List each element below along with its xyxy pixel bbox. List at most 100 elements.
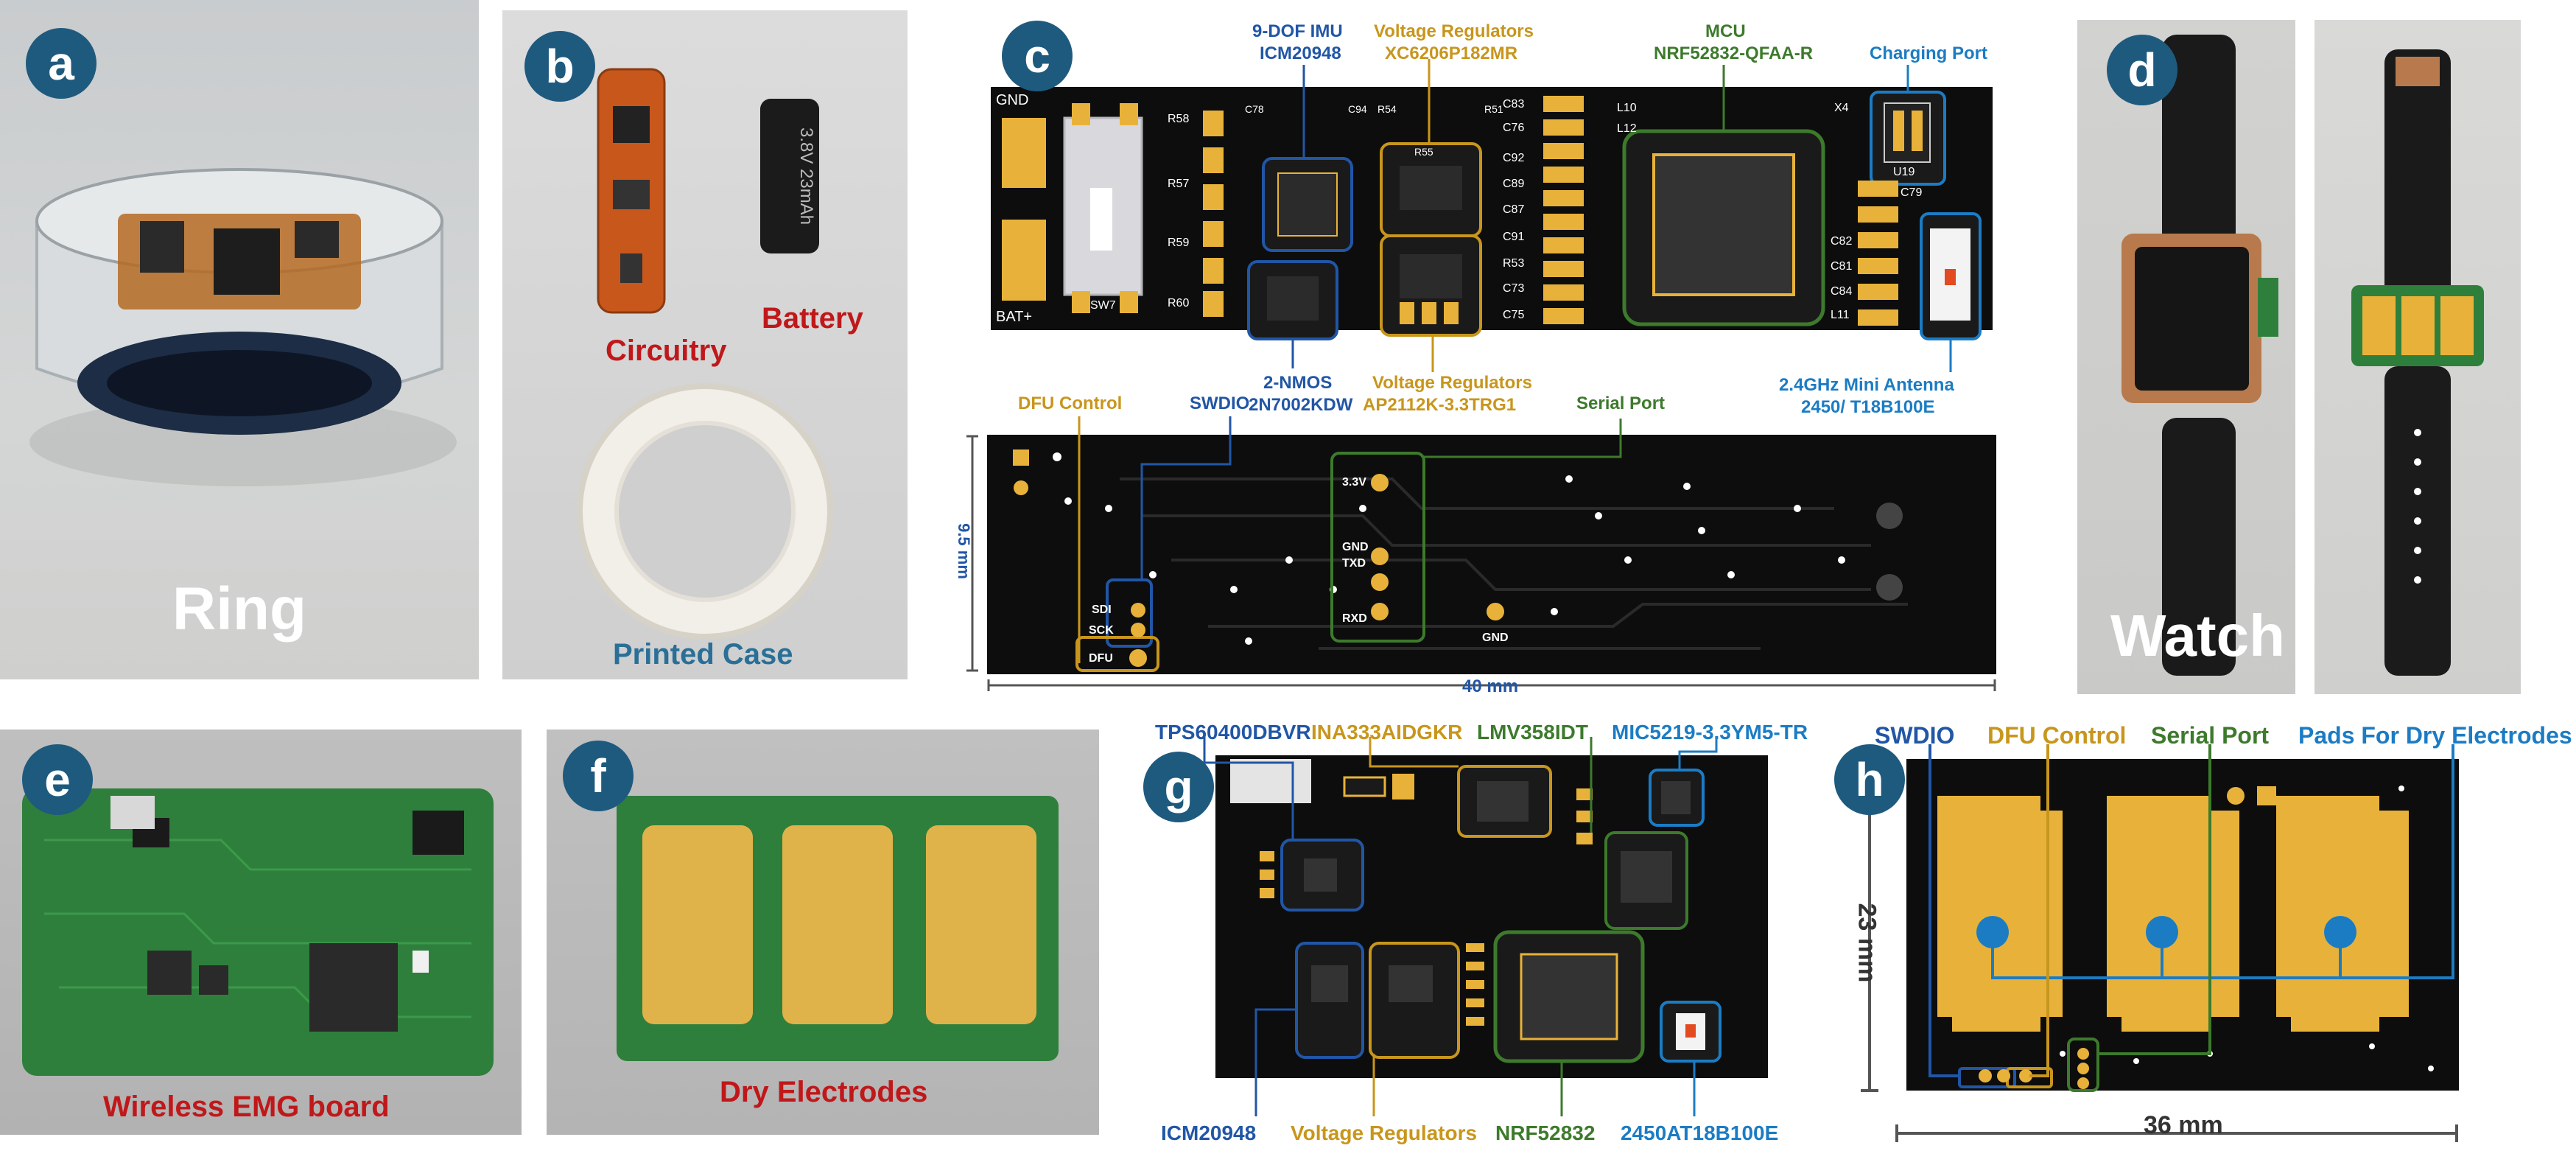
- label-antenna-line2: 2450/ T18B100E: [1801, 397, 1935, 417]
- silk-c84: C84: [1831, 285, 1853, 298]
- label-pads-h: Pads For Dry Electrodes: [2298, 722, 2572, 749]
- dim-width-h: 36 mm: [2144, 1111, 2223, 1139]
- badge-g: g: [1143, 752, 1214, 822]
- silk-c91: C91: [1503, 231, 1525, 243]
- panel-e-emg-board-photo: e Wireless EMG board: [0, 730, 522, 1135]
- panel-f-dry-electrodes-photo: f Dry Electrodes: [547, 730, 1099, 1135]
- label-antenna-line1: 2.4GHz Mini Antenna: [1779, 375, 1954, 395]
- label-serial-port: Serial Port: [1576, 393, 1666, 413]
- components-illustration: 3.8V 23mAh: [577, 68, 833, 640]
- badge-h: h: [1834, 744, 1905, 815]
- ring-illustration: [29, 168, 457, 486]
- watch-caption: Watch: [2110, 603, 2286, 668]
- label-mcu-line2: NRF52832-QFAA-R: [1654, 43, 1814, 63]
- emg-board-illustration: [22, 788, 494, 1076]
- label-charging-port: Charging Port: [1870, 43, 1987, 63]
- watch-side-illustration: [2351, 49, 2484, 676]
- dim-height-h: 23 mm: [1853, 903, 1881, 983]
- label-vreg-g: Voltage Regulators: [1291, 1122, 1478, 1144]
- silk-sck: SCK: [1089, 624, 1114, 637]
- silk-c76: C76: [1503, 122, 1525, 134]
- silk-dfu: DFU: [1089, 652, 1113, 665]
- panel-a-ring-photo: a Ring: [0, 0, 479, 679]
- badge-f: f: [563, 741, 634, 811]
- silk-l11: L11: [1831, 309, 1850, 321]
- dim-width-c: 40 mm: [1462, 676, 1519, 696]
- silk-txd: TXD: [1342, 557, 1366, 570]
- electrode-pcb-bottom-layer: [1861, 744, 2459, 1142]
- silk-rxd: RXD: [1342, 612, 1367, 625]
- ring-caption: Ring: [172, 575, 307, 643]
- silk-c78: C78: [1245, 103, 1264, 115]
- circuitry-caption: Circuitry: [606, 335, 727, 367]
- label-vreg-top-line2: XC6206P182MR: [1385, 43, 1518, 63]
- silk-gnd2: GND: [1342, 541, 1369, 553]
- silk-c92: C92: [1503, 152, 1525, 164]
- dim-height-c: 9.5 mm: [954, 523, 973, 579]
- watch-front-illustration: [2121, 35, 2278, 676]
- label-icm: ICM20948: [1161, 1122, 1257, 1144]
- label-serial-h: Serial Port: [2151, 722, 2270, 749]
- panel-h-electrode-pcb-layout: h SWDIO DFU Control Serial Port Pads For…: [1827, 707, 2576, 1165]
- silk-c73: C73: [1503, 282, 1525, 295]
- label-lmv: LMV358IDT: [1477, 721, 1588, 744]
- battery-print: 3.8V 23mAh: [796, 127, 816, 225]
- panel-d-watch-side-photo: [2314, 20, 2521, 694]
- silk-l10: L10: [1617, 102, 1637, 114]
- battery-caption: Battery: [762, 302, 863, 335]
- silk-r51: R51: [1484, 103, 1503, 115]
- label-nmos-line1: 2-NMOS: [1263, 373, 1333, 393]
- label-ant-g: 2450AT18B100E: [1621, 1122, 1779, 1144]
- silk-c79: C79: [1901, 186, 1923, 199]
- silk-r59: R59: [1168, 237, 1190, 249]
- badge-e: e: [22, 744, 93, 815]
- label-dfu-control: DFU Control: [1018, 393, 1123, 413]
- emg-pcb-top-layer: [1203, 737, 1768, 1116]
- label-imu-line1: 9-DOF IMU: [1252, 21, 1343, 41]
- silk-r57: R57: [1168, 178, 1190, 190]
- label-vreg-bottom-line1: Voltage Regulators: [1372, 373, 1532, 393]
- pcb-top-layer: [966, 59, 1996, 691]
- silk-c87: C87: [1503, 203, 1525, 216]
- dry-electrodes-caption: Dry Electrodes: [720, 1076, 928, 1108]
- panel-b-components-photo: 3.8V 23mAh b Circuitry Battery Printed C…: [502, 10, 908, 679]
- badge-d: d: [2107, 35, 2177, 105]
- silk-r60: R60: [1168, 297, 1190, 309]
- label-dfu-h: DFU Control: [1987, 722, 2127, 749]
- silk-r58: R58: [1168, 113, 1190, 125]
- silk-l12: L12: [1617, 122, 1637, 135]
- panel-d-watch-photo: d Watch: [2077, 20, 2295, 694]
- badge-a: a: [26, 28, 96, 99]
- label-tps: TPS60400DBVR: [1155, 721, 1311, 744]
- silk-3v3: 3.3V: [1342, 476, 1366, 489]
- silk-x4: X4: [1834, 102, 1849, 114]
- panel-g-emg-pcb-layout: g TPS60400DBVR INA333AIDGKR LMV358IDT MI…: [1134, 707, 1812, 1165]
- label-mcu-line1: MCU: [1705, 21, 1746, 41]
- label-swdio-h: SWDIO: [1875, 722, 1955, 749]
- label-vreg-top-line1: Voltage Regulators: [1374, 21, 1534, 41]
- badge-b: b: [524, 31, 595, 102]
- panel-c-pcb-layout: c: [950, 0, 2026, 696]
- silk-c75: C75: [1503, 309, 1525, 321]
- label-nmos-line2: 2N7002KDW: [1249, 395, 1353, 415]
- silk-r55: R55: [1414, 146, 1433, 158]
- silk-c81: C81: [1831, 260, 1853, 273]
- silk-c82: C82: [1831, 235, 1853, 248]
- silk-u19: U19: [1893, 166, 1915, 178]
- badge-c: c: [1002, 21, 1073, 91]
- label-ina: INA333AIDGKR: [1311, 721, 1463, 744]
- label-swdio: SWDIO: [1190, 393, 1250, 413]
- silk-r53: R53: [1503, 257, 1525, 270]
- dry-electrodes-illustration: [617, 796, 1059, 1061]
- silk-c94: C94: [1348, 103, 1367, 115]
- label-imu-line2: ICM20948: [1260, 43, 1341, 63]
- label-nrf: NRF52832: [1495, 1122, 1596, 1144]
- silk-sw7: SW7: [1090, 299, 1116, 312]
- emg-board-caption: Wireless EMG board: [103, 1091, 390, 1123]
- silk-r54: R54: [1378, 103, 1397, 115]
- printed-case-caption: Printed Case: [613, 638, 793, 671]
- silk-gnd: GND: [996, 92, 1029, 108]
- label-vreg-bottom-line2: AP2112K-3.3TRG1: [1363, 395, 1517, 415]
- silk-gnd3: GND: [1482, 632, 1509, 644]
- silk-bat: BAT+: [996, 309, 1033, 325]
